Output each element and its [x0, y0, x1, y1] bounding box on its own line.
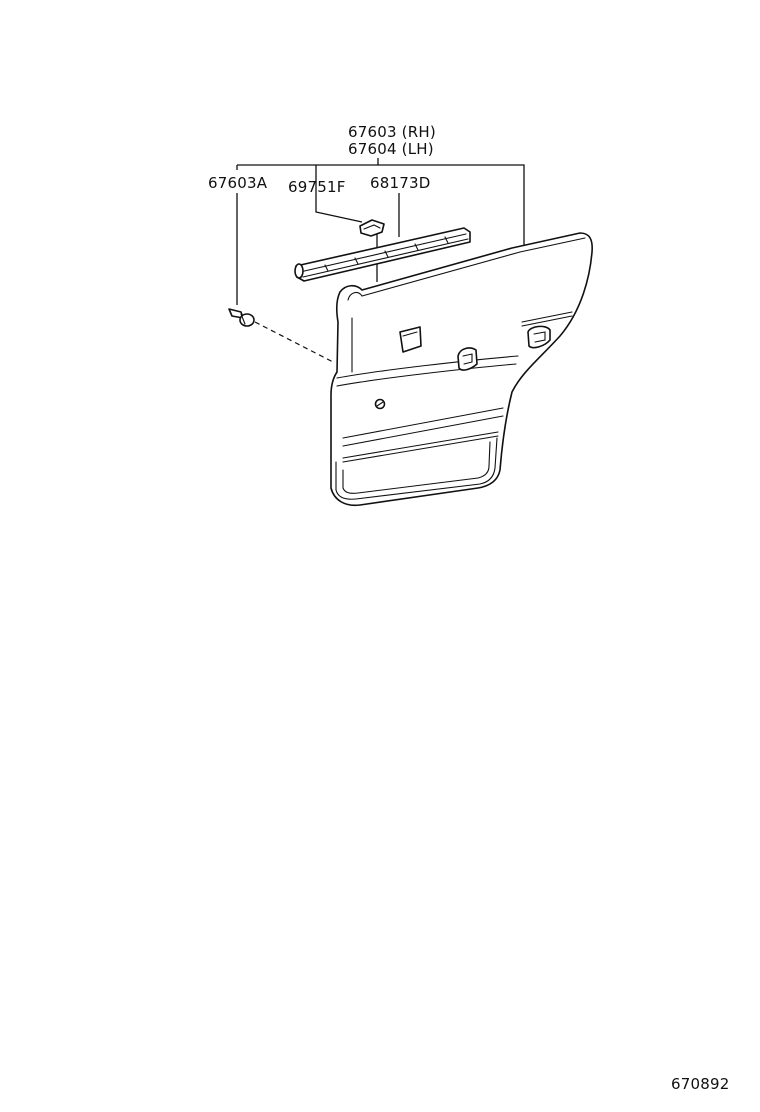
part-label-68173d: 68173D	[370, 174, 430, 192]
clip-install-dashed-line	[254, 321, 336, 364]
part-label-67604-lh: 67604 (LH)	[348, 140, 434, 158]
leader-bracket	[237, 164, 525, 248]
part-label-67603-rh: 67603 (RH)	[348, 123, 436, 141]
weatherstrip-part	[294, 227, 471, 282]
part-label-69751f: 69751F	[288, 178, 346, 196]
leader-retainer	[315, 165, 363, 223]
retainer-part	[359, 219, 385, 237]
figure-number: 670892	[671, 1075, 729, 1093]
door-trim-panel	[330, 232, 593, 507]
leader-lines	[236, 158, 525, 364]
clip-part	[228, 308, 255, 327]
part-label-67603a: 67603A	[208, 174, 268, 192]
